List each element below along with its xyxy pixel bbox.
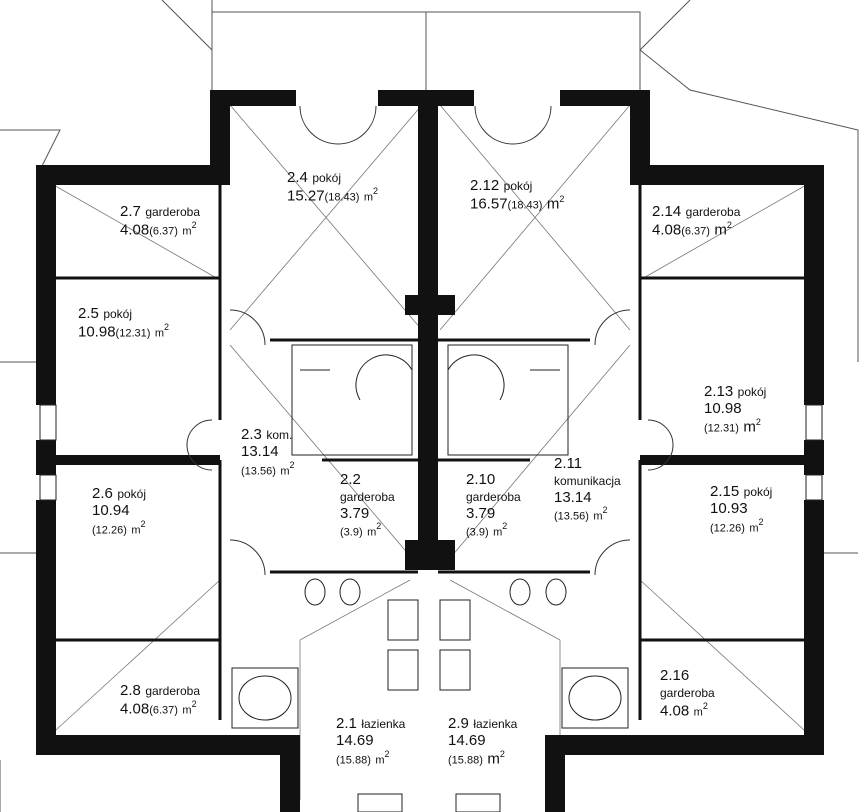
room-label-2-7: 2.7 garderoba 4.08(6.37) m2	[120, 203, 201, 239]
room-label-2-2: 2.2 garderoba 3.79 (3.9) m2	[340, 471, 395, 539]
room-label-2-3: 2.3 kom. 13.14 (13.56) m2	[241, 426, 295, 477]
room-label-2-12: 2.12 pokój 16.57(18.43) m2	[470, 177, 565, 213]
room-label-2-16: 2.16 garderoba 4.08 m2	[660, 667, 715, 719]
room-label-2-14: 2.14 garderoba 4.08(6.37) m2	[652, 203, 741, 239]
sanitary-fixtures	[304, 578, 567, 691]
walls	[36, 90, 824, 812]
room-label-2-10: 2.10 garderoba 3.79 (3.9) m2	[466, 471, 521, 539]
partitions	[56, 185, 804, 720]
windows	[39, 404, 823, 812]
room-label-2-13: 2.13 pokój 10.98 (12.31) m2	[704, 383, 767, 435]
room-label-2-9: 2.9 łazienka 14.69 (15.88) m2	[448, 715, 518, 767]
room-label-2-5: 2.5 pokój 10.98(12.31) m2	[78, 305, 170, 341]
staircase	[291, 344, 569, 456]
bathtub	[231, 667, 629, 729]
roof-slope-lines	[44, 104, 816, 800]
room-label-2-4: 2.4 pokój 15.27(18.43) m2	[287, 169, 379, 205]
room-label-2-11: 2.11 komunikacja 13.14 (13.56) m2	[554, 455, 621, 523]
room-label-2-1: 2.1 łazienka 14.69 (15.88) m2	[336, 715, 406, 766]
doors	[186, 105, 674, 576]
room-label-2-15: 2.15 pokój 10.93 (12.26) m2	[710, 483, 773, 534]
room-label-2-6: 2.6 pokój 10.94 (12.26) m2	[92, 485, 146, 536]
room-label-2-8: 2.8 garderoba 4.08(6.37) m2	[120, 682, 201, 718]
